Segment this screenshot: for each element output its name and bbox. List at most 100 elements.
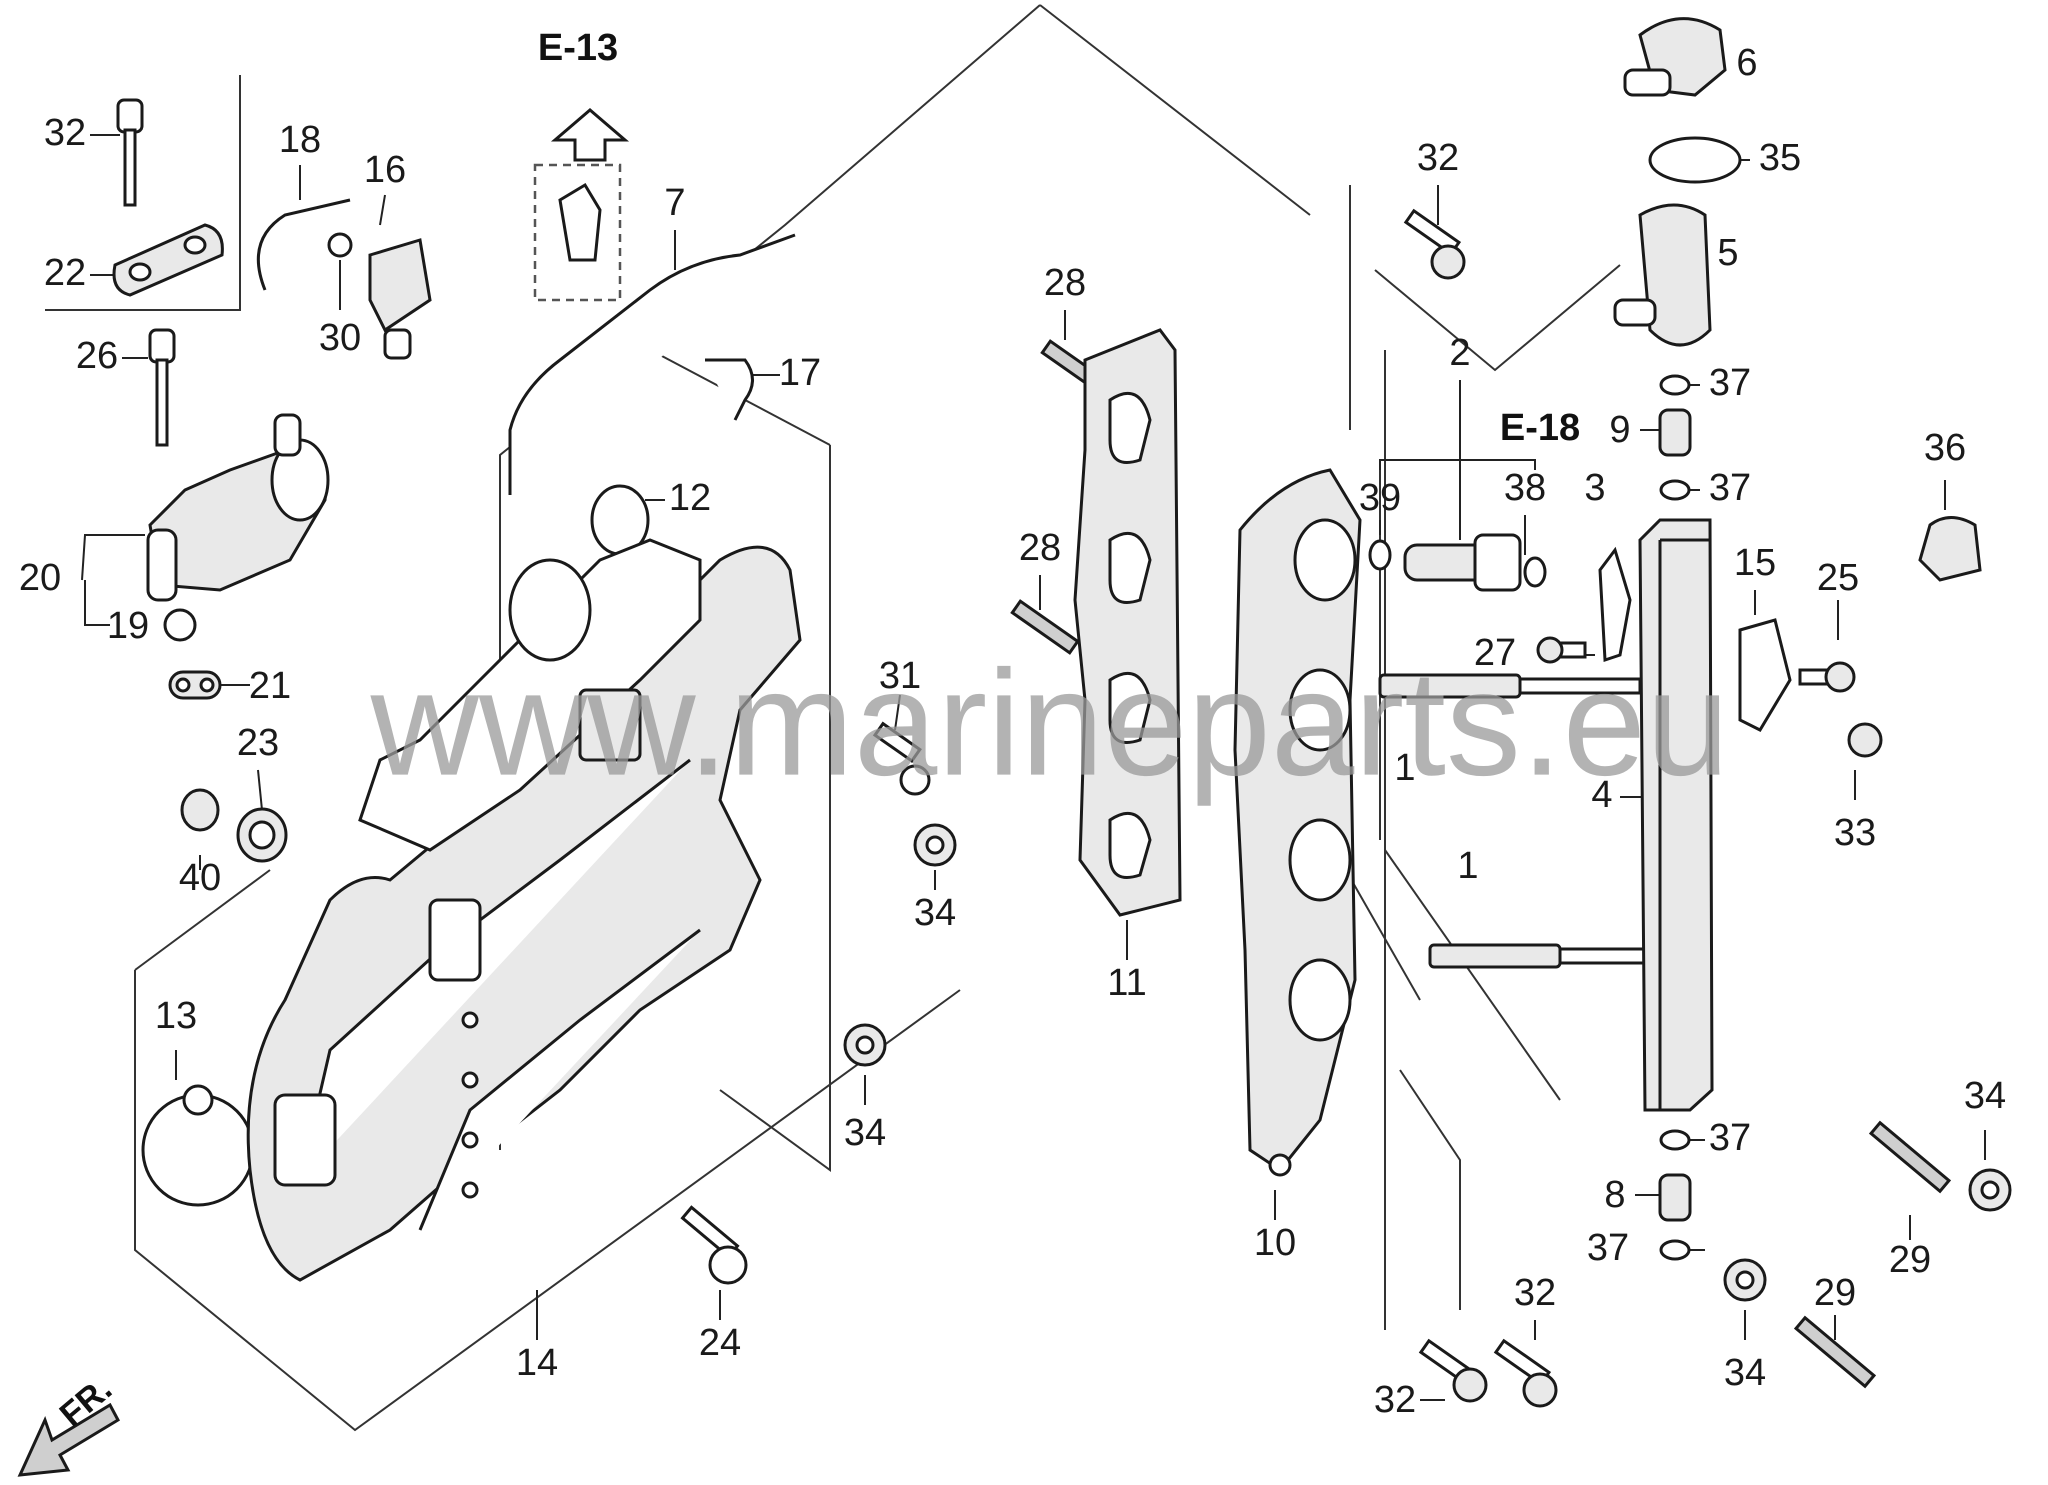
washer-37-b	[1659, 479, 1691, 501]
callout-35: 35	[1759, 137, 1801, 179]
callout-25: 25	[1817, 557, 1859, 599]
callout-30: 30	[319, 317, 361, 359]
callout-36: 36	[1924, 427, 1966, 469]
clamp-35	[1648, 136, 1742, 184]
callout-12: 12	[669, 477, 711, 519]
fuel-rail-base-10	[1233, 468, 1362, 1177]
callout-28: 28	[1044, 262, 1086, 304]
callout-5: 5	[1717, 232, 1738, 274]
nut-34-c	[1968, 1168, 2012, 1212]
nut-34-b	[843, 1023, 887, 1067]
callout-7: 7	[664, 182, 685, 224]
callout-17: 17	[779, 352, 821, 394]
callout-numbers: 32 22 18 16 30 26 20 19 21 23 40 13 7 17…	[19, 42, 2006, 1421]
idle-air-valve-20	[146, 413, 330, 602]
bolt-32-upper-rail	[1403, 208, 1466, 280]
callout-22: 22	[44, 252, 86, 294]
callout-34: 34	[844, 1112, 886, 1154]
pressure-regulator-5	[1613, 203, 1712, 347]
callout-26: 26	[76, 335, 118, 377]
watermark-text: www.marineparts.eu	[370, 639, 1730, 807]
callout-39: 39	[1359, 477, 1401, 519]
callout-6: 6	[1736, 42, 1757, 84]
callout-32: 32	[1374, 1379, 1416, 1421]
nut-33	[1847, 722, 1883, 758]
hose-7	[508, 233, 796, 495]
callout-11: 11	[1107, 962, 1146, 1004]
callout-37: 37	[1709, 1117, 1751, 1159]
callout-37: 37	[1587, 1227, 1629, 1269]
screw-30	[327, 232, 353, 258]
callout-14: 14	[516, 1342, 558, 1384]
nut-34-d	[1723, 1258, 1767, 1302]
nut-19	[163, 608, 197, 642]
grommet-23	[236, 807, 288, 863]
sensor-16	[368, 238, 432, 360]
callout-34: 34	[1724, 1352, 1766, 1394]
clamp-22	[112, 223, 224, 297]
callout-33: 33	[1834, 812, 1876, 854]
callout-34: 34	[914, 892, 956, 934]
callout-19: 19	[107, 605, 149, 647]
bolt-25	[1798, 661, 1856, 693]
washer-38	[1523, 556, 1547, 588]
fitting-6	[1623, 17, 1727, 97]
callout-34: 34	[1964, 1075, 2006, 1117]
fuel-rail-4	[1638, 518, 1714, 1112]
callout-29: 29	[1814, 1272, 1856, 1314]
ref-box-e13	[533, 108, 630, 302]
callout-20: 20	[19, 557, 61, 599]
bracket-15	[1738, 618, 1792, 732]
bolt-32-bottom-b	[1493, 1338, 1558, 1408]
bolt-32-bottom-a	[1418, 1338, 1488, 1403]
callout-8: 8	[1604, 1174, 1625, 1216]
gasket-21	[168, 670, 222, 700]
callout-4: 4	[1591, 774, 1612, 816]
callout-1: 1	[1394, 747, 1415, 789]
stud-1-a	[1378, 673, 1642, 699]
bolt-24	[680, 1205, 748, 1285]
callout-15: 15	[1734, 542, 1776, 584]
bracket-3	[1598, 546, 1632, 663]
bolt-32-top-left	[116, 98, 144, 207]
ref-label-e18: E-18	[1500, 407, 1580, 449]
callout-3: 3	[1584, 467, 1605, 509]
stud-29-b	[1793, 1315, 1877, 1389]
cap-36	[1918, 516, 1982, 582]
callout-37: 37	[1709, 362, 1751, 404]
fitting-17	[705, 358, 754, 421]
callout-16: 16	[364, 149, 406, 191]
stud-29-a	[1868, 1120, 1952, 1194]
nut-34-a	[913, 823, 957, 867]
callout-40: 40	[179, 857, 221, 899]
washer-37-d	[1659, 1239, 1691, 1261]
callout-32: 32	[44, 112, 86, 154]
callout-9: 9	[1609, 409, 1630, 451]
callout-27: 27	[1474, 632, 1516, 674]
callout-24: 24	[699, 1322, 741, 1364]
callout-38: 38	[1504, 467, 1546, 509]
callout-1: 1	[1457, 845, 1478, 887]
stud-1-b	[1428, 943, 1672, 969]
collar-9	[1658, 408, 1692, 457]
gasket-11	[1073, 328, 1182, 917]
bolt-27	[1536, 636, 1587, 664]
hose-18	[256, 198, 351, 291]
ref-label-e13: E-13	[538, 27, 618, 69]
fuel-injector-2	[1403, 533, 1522, 592]
intake-manifold-14	[246, 538, 802, 1282]
callout-32: 32	[1514, 1272, 1556, 1314]
callout-13: 13	[155, 995, 197, 1037]
washer-37-a	[1659, 374, 1691, 396]
callout-31: 31	[879, 655, 921, 697]
washer-37-c	[1659, 1129, 1691, 1151]
callout-23: 23	[237, 722, 279, 764]
gasket-13	[141, 1084, 255, 1207]
callout-2: 2	[1449, 332, 1470, 374]
collar-8	[1658, 1173, 1692, 1222]
washer-39	[1368, 539, 1392, 571]
callout-29: 29	[1889, 1239, 1931, 1281]
cap-40	[180, 788, 220, 832]
bolt-26	[148, 328, 176, 447]
